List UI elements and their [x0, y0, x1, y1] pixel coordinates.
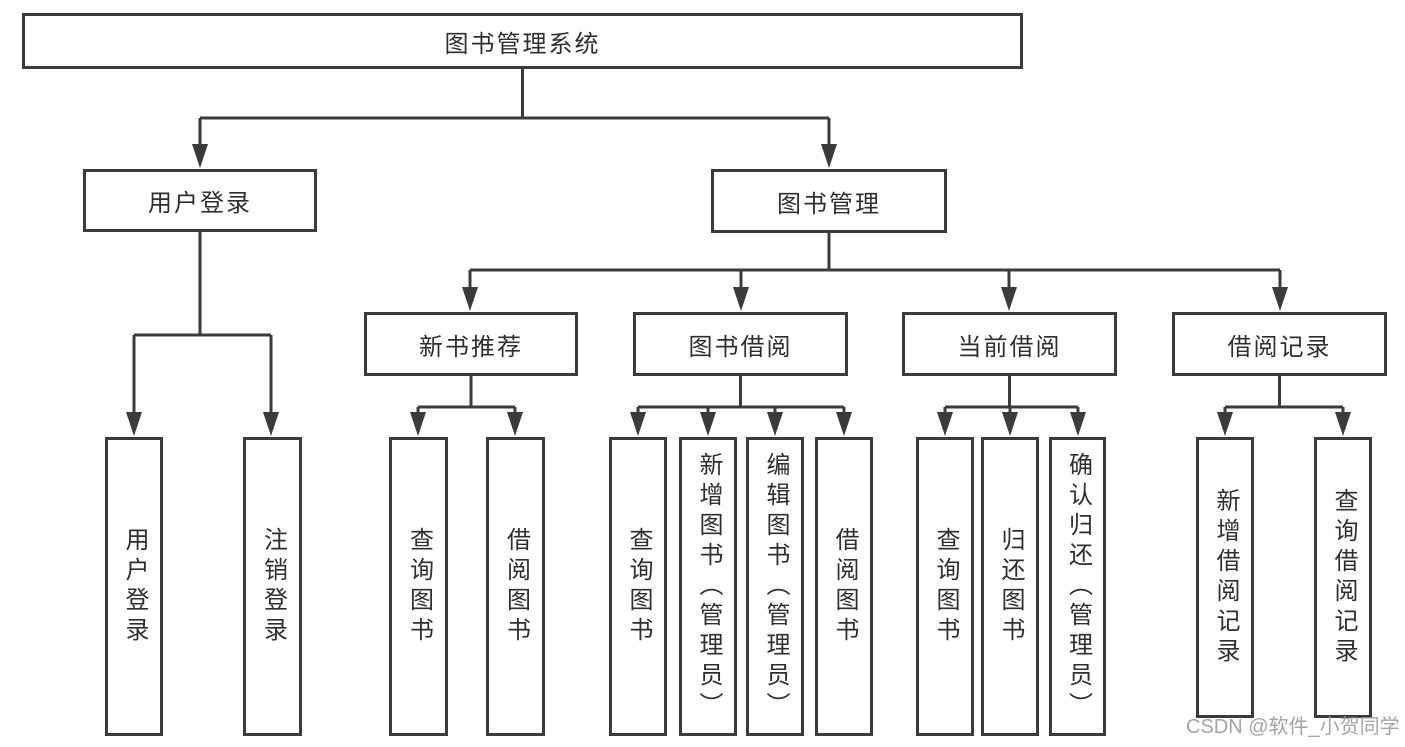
arrowhead-icon — [263, 412, 279, 436]
leaf-edit-books-admin: 编辑图书（管理员） — [746, 437, 804, 736]
arrowhead-icon — [1070, 412, 1086, 436]
node-borrowing-records: 借阅记录 — [1172, 312, 1387, 376]
leaf-query-books-recommend: 查询图书 — [389, 437, 448, 736]
arrowhead-icon — [462, 287, 478, 311]
leaf-return-books: 归还图书 — [981, 437, 1039, 736]
node-book-borrowing: 图书借阅 — [633, 312, 848, 376]
leaf-logout: 注销登录 — [243, 437, 302, 736]
arrowhead-icon — [507, 412, 523, 436]
leaf-query-books-borrowing: 查询图书 — [609, 437, 667, 736]
arrowhead-icon — [733, 287, 749, 311]
arrowhead-icon — [192, 144, 208, 168]
node-current-borrowing: 当前借阅 — [902, 312, 1117, 376]
node-new-book-recommend: 新书推荐 — [364, 312, 578, 376]
leaf-borrow-books: 借阅图书 — [815, 437, 873, 736]
arrowhead-icon — [937, 412, 953, 436]
arrowhead-icon — [1217, 412, 1233, 436]
leaf-query-books-current: 查询图书 — [916, 437, 974, 736]
watermark: CSDN @软件_小贺同学 — [1186, 716, 1400, 738]
arrowhead-icon — [767, 412, 783, 436]
arrowhead-icon — [821, 144, 837, 168]
leaf-confirm-return-admin: 确认归还（管理员） — [1049, 437, 1106, 736]
arrowhead-icon — [1335, 412, 1351, 436]
node-user-login: 用户登录 — [83, 169, 317, 232]
leaf-add-borrow-record: 新增借阅记录 — [1196, 437, 1254, 718]
leaf-add-books-admin: 新增图书（管理员） — [679, 437, 737, 736]
arrowhead-icon — [1272, 287, 1288, 311]
arrowhead-icon — [836, 412, 852, 436]
arrowhead-icon — [126, 412, 142, 436]
node-library-system: 图书管理系统 — [22, 13, 1023, 69]
node-book-management: 图书管理 — [711, 169, 947, 233]
arrowhead-icon — [630, 412, 646, 436]
leaf-query-borrow-record: 查询借阅记录 — [1314, 437, 1372, 718]
leaf-borrow-books-recommend: 借阅图书 — [486, 437, 545, 736]
arrowhead-icon — [1002, 412, 1018, 436]
arrowhead-icon — [410, 412, 426, 436]
arrowhead-icon — [700, 412, 716, 436]
arrowhead-icon — [1001, 287, 1017, 311]
leaf-user-login: 用户登录 — [105, 437, 163, 736]
